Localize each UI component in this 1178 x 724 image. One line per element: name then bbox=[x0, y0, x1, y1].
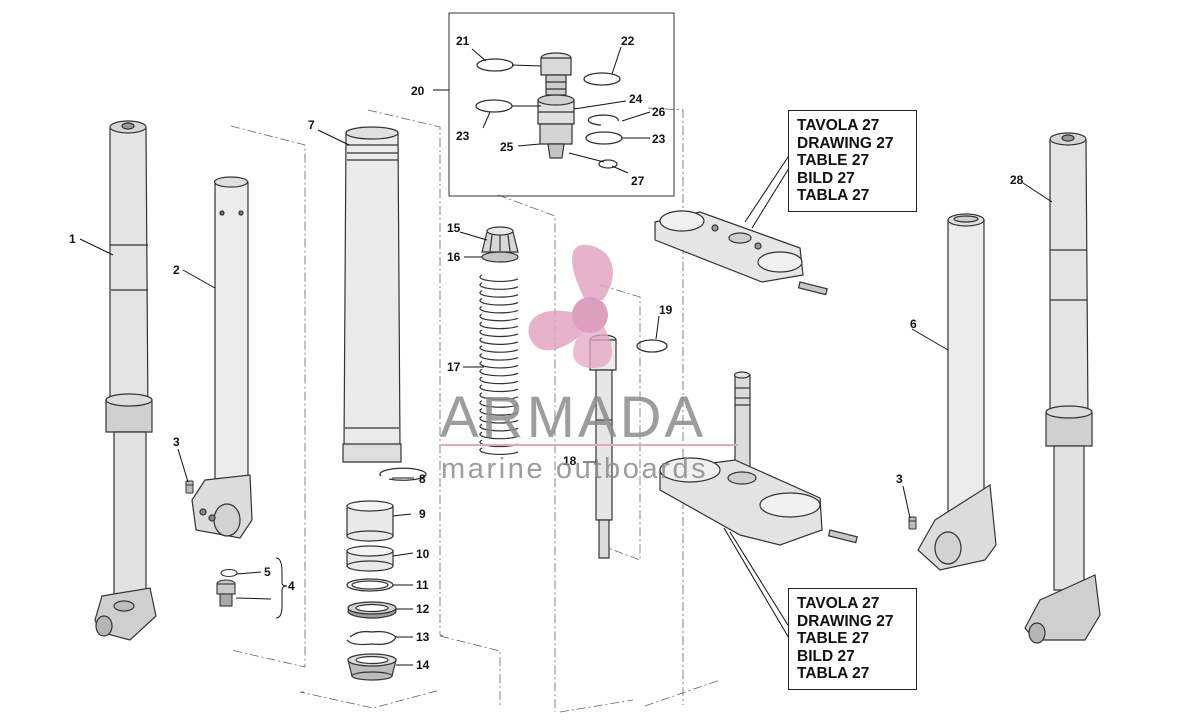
part-28-fork-leg bbox=[1024, 132, 1101, 644]
part-15-cap bbox=[481, 226, 519, 253]
label-15: 15 bbox=[447, 221, 461, 235]
reference-box-bottom: TAVOLA 27 DRAWING 27 TABLE 27 BILD 27 TA… bbox=[788, 588, 917, 690]
part-2-outer-tube bbox=[191, 176, 253, 539]
part-5-washer bbox=[220, 568, 238, 578]
part-23-oring-right bbox=[585, 131, 623, 145]
part-11-washer bbox=[346, 578, 394, 592]
part-19-oring bbox=[636, 339, 668, 353]
label-10: 10 bbox=[416, 547, 430, 561]
inset-box-cartridge bbox=[448, 12, 675, 197]
ref-top-line-4: BILD 27 bbox=[797, 169, 855, 187]
label-26: 26 bbox=[652, 105, 666, 119]
part-6-outer-tube bbox=[917, 213, 997, 571]
part-22-oring bbox=[583, 72, 621, 86]
label-25: 25 bbox=[500, 140, 514, 154]
part-16-washer bbox=[481, 251, 519, 263]
label-17: 17 bbox=[447, 360, 461, 374]
propeller-logo bbox=[528, 244, 613, 369]
part-24-25-cartridge-valve bbox=[537, 52, 575, 159]
part-3-screw-right bbox=[908, 516, 917, 530]
label-3-right: 3 bbox=[896, 472, 903, 486]
label-9: 9 bbox=[419, 507, 426, 521]
reference-box-top: TAVOLA 27 DRAWING 27 TABLE 27 BILD 27 TA… bbox=[788, 110, 917, 212]
part-4-plug bbox=[216, 579, 236, 607]
armada-watermark: ARMADA marine outboards bbox=[440, 244, 738, 485]
label-4: 4 bbox=[288, 579, 295, 593]
label-20: 20 bbox=[411, 84, 425, 98]
ref-bottom-line-1: TAVOLA 27 bbox=[797, 595, 880, 612]
label-16: 16 bbox=[447, 250, 461, 264]
ref-top-line-2: DRAWING 27 bbox=[797, 134, 894, 152]
leader-lines bbox=[79, 46, 1053, 666]
label-7: 7 bbox=[308, 118, 315, 132]
label-5: 5 bbox=[264, 565, 271, 579]
part-1-fork-leg bbox=[94, 120, 157, 641]
part-17-spring bbox=[479, 274, 519, 456]
label-3-left: 3 bbox=[173, 435, 180, 449]
part-23-oring-left bbox=[475, 99, 513, 113]
label-24: 24 bbox=[629, 92, 643, 106]
ref-top-line-3: TABLE 27 bbox=[797, 152, 870, 170]
part-number-labels: 1 2 3 3 4 5 6 7 8 9 10 11 12 13 14 15 16… bbox=[69, 34, 1024, 672]
label-11: 11 bbox=[416, 578, 429, 592]
top-triple-clamp bbox=[654, 210, 828, 296]
label-27: 27 bbox=[631, 174, 645, 188]
part-13-clip bbox=[346, 630, 397, 646]
ref-bottom-line-5: TABLA 27 bbox=[797, 665, 870, 683]
label-2: 2 bbox=[173, 263, 180, 277]
label-1: 1 bbox=[69, 232, 76, 246]
ref-bottom-line-4: BILD 27 bbox=[797, 647, 855, 665]
part-27-oring bbox=[598, 159, 618, 169]
label-12: 12 bbox=[416, 602, 430, 616]
part-21-oring bbox=[476, 58, 514, 72]
label-21: 21 bbox=[456, 34, 470, 48]
watermark-subtitle: marine outboards bbox=[441, 453, 708, 485]
label-23-left: 23 bbox=[456, 129, 470, 143]
part-8-circlip bbox=[379, 467, 427, 481]
label-6: 6 bbox=[910, 317, 917, 331]
ref-top-line-5: TABLA 27 bbox=[797, 187, 870, 205]
part-26-clip bbox=[587, 114, 619, 126]
watermark-title: ARMADA bbox=[440, 385, 706, 450]
part-3-screw-left bbox=[185, 480, 194, 494]
label-8: 8 bbox=[419, 472, 426, 486]
label-18: 18 bbox=[563, 454, 577, 468]
label-22: 22 bbox=[621, 34, 635, 48]
bottom-triple-clamp bbox=[659, 371, 858, 546]
label-19: 19 bbox=[659, 303, 673, 317]
label-23-right: 23 bbox=[652, 132, 666, 146]
part-12-seal bbox=[347, 601, 397, 619]
label-28: 28 bbox=[1010, 173, 1024, 187]
ref-bottom-line-2: DRAWING 27 bbox=[797, 612, 894, 630]
part-14-dust-seal bbox=[347, 653, 397, 681]
part-9-bush bbox=[346, 500, 394, 542]
ref-top-line-1: TAVOLA 27 bbox=[797, 117, 880, 134]
assembly-guide-lines bbox=[230, 107, 721, 713]
part-7-inner-tube bbox=[342, 126, 402, 463]
part-10-bush bbox=[346, 545, 394, 572]
label-13: 13 bbox=[416, 630, 430, 644]
label-14: 14 bbox=[416, 658, 430, 672]
ref-bottom-line-3: TABLE 27 bbox=[797, 630, 870, 648]
